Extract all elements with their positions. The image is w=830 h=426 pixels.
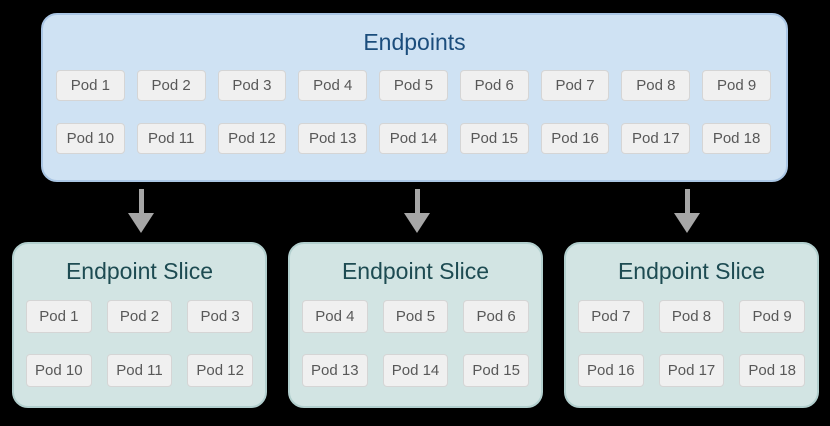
pod-chip: Pod 11 xyxy=(106,354,173,387)
pod-chip: Pod 11 xyxy=(136,123,206,154)
pod-chip: Pod 5 xyxy=(382,300,449,333)
arrow-head xyxy=(674,213,700,233)
endpoint-slice-title: Endpoint Slice xyxy=(617,258,766,284)
endpoints-title: Endpoints xyxy=(363,29,466,55)
arrow-down-icon xyxy=(404,189,431,233)
endpoint-slice-box-3: Endpoint Slice Pod 7 Pod 8 Pod 9 Pod 16 … xyxy=(564,242,819,408)
arrow-shaft xyxy=(685,189,690,215)
slice-pod-grid: Pod 7 Pod 8 Pod 9 Pod 16 Pod 17 Pod 18 xyxy=(578,300,805,387)
pod-chip: Pod 2 xyxy=(136,70,206,101)
pod-chip: Pod 3 xyxy=(217,70,287,101)
pod-chip: Pod 15 xyxy=(459,123,529,154)
pod-chip: Pod 9 xyxy=(739,300,805,333)
arrow-head xyxy=(404,213,430,233)
pod-chip: Pod 7 xyxy=(578,300,644,333)
pod-chip: Pod 12 xyxy=(217,123,287,154)
endpoints-box: Endpoints Pod 1 Pod 2 Pod 3 Pod 4 Pod 5 … xyxy=(41,13,788,182)
pod-chip: Pod 18 xyxy=(702,123,771,154)
pod-chip: Pod 10 xyxy=(26,354,92,387)
pod-chip: Pod 5 xyxy=(379,70,448,101)
arrow-shaft xyxy=(415,189,420,215)
pod-chip: Pod 18 xyxy=(739,354,805,387)
endpoint-slice-title: Endpoint Slice xyxy=(65,258,214,284)
arrow-shaft xyxy=(139,189,144,215)
pod-chip: Pod 16 xyxy=(540,123,610,154)
pod-chip: Pod 7 xyxy=(540,70,610,101)
pod-chip: Pod 4 xyxy=(298,70,368,101)
pod-chip: Pod 1 xyxy=(26,300,92,333)
pod-chip: Pod 8 xyxy=(658,300,725,333)
pod-chip: Pod 2 xyxy=(106,300,173,333)
pod-chip: Pod 6 xyxy=(463,300,529,333)
pod-chip: Pod 17 xyxy=(658,354,725,387)
arrow-down-icon xyxy=(128,189,155,233)
arrow-head xyxy=(128,213,154,233)
pod-chip: Pod 4 xyxy=(302,300,368,333)
endpoints-pod-grid: Pod 1 Pod 2 Pod 3 Pod 4 Pod 5 Pod 6 Pod … xyxy=(56,70,771,154)
endpoint-slice-box-2: Endpoint Slice Pod 4 Pod 5 Pod 6 Pod 13 … xyxy=(288,242,543,408)
pod-chip: Pod 17 xyxy=(621,123,691,154)
pod-chip: Pod 3 xyxy=(187,300,253,333)
pod-chip: Pod 15 xyxy=(463,354,529,387)
arrow-down-icon xyxy=(674,189,701,233)
endpoint-slice-title: Endpoint Slice xyxy=(341,258,490,284)
slice-pod-grid: Pod 4 Pod 5 Pod 6 Pod 13 Pod 14 Pod 15 xyxy=(302,300,529,387)
endpoint-slice-box-1: Endpoint Slice Pod 1 Pod 2 Pod 3 Pod 10 … xyxy=(12,242,267,408)
pod-chip: Pod 14 xyxy=(379,123,448,154)
pod-chip: Pod 13 xyxy=(302,354,368,387)
pod-chip: Pod 10 xyxy=(56,123,125,154)
endpoint-slices-row: Endpoint Slice Pod 1 Pod 2 Pod 3 Pod 10 … xyxy=(12,242,819,408)
pod-chip: Pod 8 xyxy=(621,70,691,101)
pod-chip: Pod 9 xyxy=(702,70,771,101)
pod-chip: Pod 12 xyxy=(187,354,253,387)
pod-chip: Pod 14 xyxy=(382,354,449,387)
slice-pod-grid: Pod 1 Pod 2 Pod 3 Pod 10 Pod 11 Pod 12 xyxy=(26,300,253,387)
pod-chip: Pod 13 xyxy=(298,123,368,154)
pod-chip: Pod 6 xyxy=(459,70,529,101)
pod-chip: Pod 16 xyxy=(578,354,644,387)
pod-chip: Pod 1 xyxy=(56,70,125,101)
